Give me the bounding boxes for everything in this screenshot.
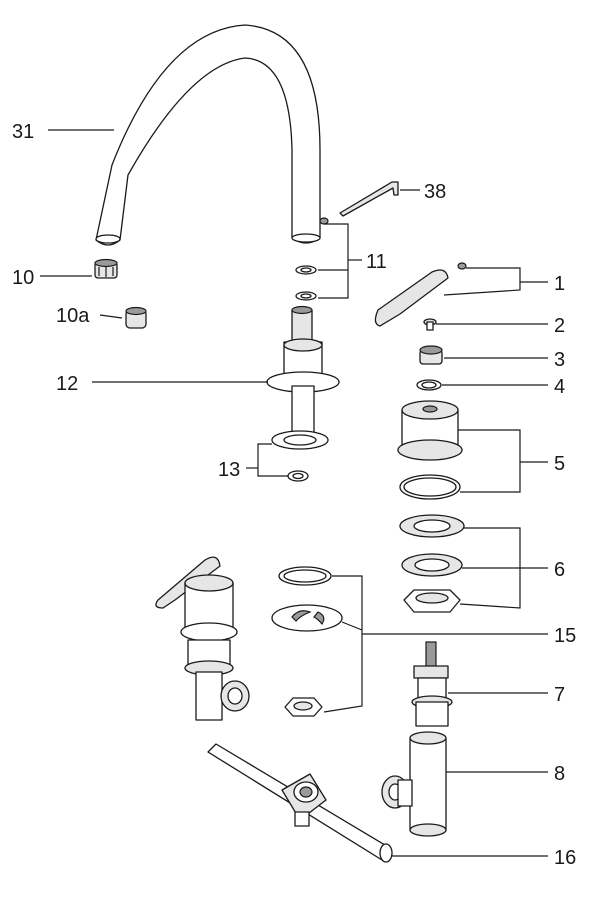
callout-38: 38 — [424, 181, 446, 203]
part-10a-aerator-insert — [125, 306, 147, 329]
callout-6: 6 — [554, 559, 565, 581]
callout-8: 8 — [554, 763, 565, 785]
part-15-seal-set — [271, 566, 343, 717]
callout-2: 2 — [554, 315, 565, 337]
part-12-spout-base — [266, 305, 340, 447]
part-6-washers-nut — [399, 514, 465, 613]
part-10-aerator — [94, 258, 118, 279]
callout-5: 5 — [554, 453, 565, 475]
callout-4: 4 — [554, 376, 565, 398]
callout-11: 11 — [366, 251, 387, 273]
callout-31: 31 — [12, 121, 34, 143]
part-3-adapter — [419, 345, 443, 365]
callout-10: 10 — [12, 267, 34, 289]
callout-13: 13 — [218, 459, 240, 481]
callout-15: 15 — [554, 625, 576, 647]
callout-labels: 31 38 10 11 1 10a 2 3 12 4 5 13 6 15 7 8… — [12, 121, 576, 869]
part-7-cartridge — [411, 641, 453, 727]
callout-7: 7 — [554, 684, 565, 706]
callout-16: 16 — [554, 847, 576, 869]
part-38-hex-key — [339, 181, 399, 217]
part-11-screw-washers — [295, 217, 329, 301]
part-4-ring — [416, 379, 442, 391]
part-5-handle-body — [397, 400, 463, 500]
leader-lines — [40, 129, 548, 857]
part-1-lever-handle — [374, 262, 467, 327]
part-31-spout — [95, 24, 321, 246]
part-2-screw — [423, 318, 437, 331]
part-8-valve-body — [381, 731, 447, 837]
callout-3: 3 — [554, 349, 565, 371]
callout-10a: 10a — [56, 305, 90, 327]
part-16-connector-pipe — [207, 743, 393, 863]
left-valve-assembly — [155, 556, 250, 721]
callout-1: 1 — [554, 273, 565, 295]
callout-12: 12 — [56, 373, 78, 395]
part-13-gaskets — [271, 430, 329, 482]
